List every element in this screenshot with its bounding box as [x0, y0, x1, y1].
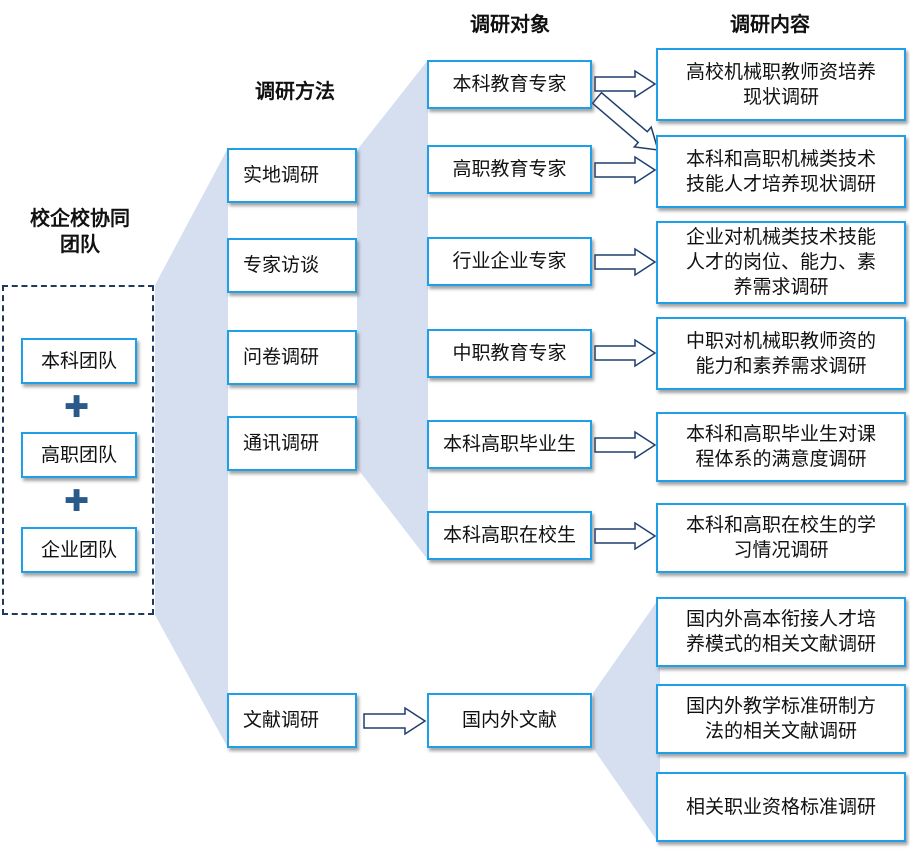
content-teacher-training-status: 高校机械职教师资培养现状调研 [656, 48, 906, 121]
method-field-research: 实地调研 [227, 148, 357, 203]
plus-icon: ✚ [64, 484, 90, 519]
object-graduates: 本科高职毕业生 [427, 420, 592, 469]
content-line: 人才的岗位、能力、素 [685, 251, 876, 273]
object-literature: 国内外文献 [427, 693, 592, 748]
team-title: 校企校协同 团队 [0, 205, 160, 257]
team-group [2, 285, 154, 615]
header-content: 调研内容 [730, 12, 810, 36]
content-line: 养需求调研 [733, 276, 829, 298]
arrow-right-icon [594, 69, 657, 99]
arrow-right-icon [594, 430, 657, 460]
method-questionnaire: 问卷调研 [227, 330, 357, 385]
content-student-learning: 本科和高职在校生的学习情况调研 [656, 503, 906, 573]
content-graduate-satisfaction: 本科和高职毕业生对课程体系的满意度调研 [656, 412, 906, 482]
header-object: 调研对象 [470, 12, 550, 36]
content-line: 国内外教学标准研制方 [685, 695, 876, 717]
content-line: 习情况调研 [733, 539, 829, 561]
content-line: 现状调研 [742, 85, 819, 108]
content-line: 企业对机械类技术技能 [685, 226, 876, 248]
fan-methods-to-objects [357, 60, 428, 560]
content-enterprise-demand: 企业对机械类技术技能人才的岗位、能力、素养需求调研 [656, 221, 906, 304]
fan-team-to-methods [155, 148, 228, 748]
method-literature: 文献调研 [227, 693, 357, 748]
content-line: 高校机械职教师资培养 [685, 60, 876, 83]
content-line: 本科和高职毕业生对课 [685, 423, 876, 445]
team-title-line2: 团队 [60, 232, 100, 256]
content-line: 本科和高职在校生的学 [685, 514, 876, 536]
object-industry-experts: 行业企业专家 [427, 237, 592, 286]
fan-literature-to-contents [593, 597, 660, 845]
content-line: 国内外高本衔接人才培 [685, 608, 876, 630]
arrow-right-icon [594, 338, 657, 368]
content-literature-teaching-standards: 国内外教学标准研制方法的相关文献调研 [656, 684, 906, 754]
method-expert-interview: 专家访谈 [227, 238, 357, 293]
content-secondary-demand: 中职对机械职教师资的能力和素养需求调研 [656, 317, 906, 390]
content-literature-training-mode: 国内外高本衔接人才培养模式的相关文献调研 [656, 597, 906, 667]
content-line: 能力和素养需求调研 [695, 354, 867, 377]
content-line: 程体系的满意度调研 [695, 448, 867, 470]
plus-icon: ✚ [64, 390, 90, 425]
object-vocational-experts: 高职教育专家 [427, 145, 592, 194]
content-line: 相关职业资格标准调研 [685, 795, 876, 818]
arrow-right-icon [594, 521, 657, 551]
content-line: 法的相关文献调研 [704, 720, 857, 742]
content-line: 本科和高职机械类技术 [685, 147, 876, 170]
arrow-right-icon [594, 155, 657, 185]
content-line: 中职对机械职教师资的 [685, 329, 876, 352]
content-qualification-standards: 相关职业资格标准调研 [656, 772, 906, 842]
arrow-diagonal-icon [591, 91, 660, 151]
content-line: 养模式的相关文献调研 [685, 633, 876, 655]
arrow-right-icon [594, 247, 657, 277]
arrow-right-icon [363, 706, 427, 736]
team-title-line1: 校企校协同 [30, 206, 130, 230]
object-students: 本科高职在校生 [427, 511, 592, 560]
method-correspondence: 通讯调研 [227, 416, 357, 471]
object-undergrad-experts: 本科教育专家 [427, 60, 592, 109]
team-member-vocational: 高职团队 [21, 432, 137, 478]
content-line: 技能人才培养现状调研 [685, 172, 876, 195]
object-secondary-vocational-experts: 中职教育专家 [427, 329, 592, 378]
content-talent-training-status: 本科和高职机械类技术技能人才培养现状调研 [656, 135, 906, 208]
team-member-enterprise: 企业团队 [21, 527, 137, 573]
header-method: 调研方法 [255, 79, 335, 103]
team-member-undergrad: 本科团队 [21, 338, 137, 384]
